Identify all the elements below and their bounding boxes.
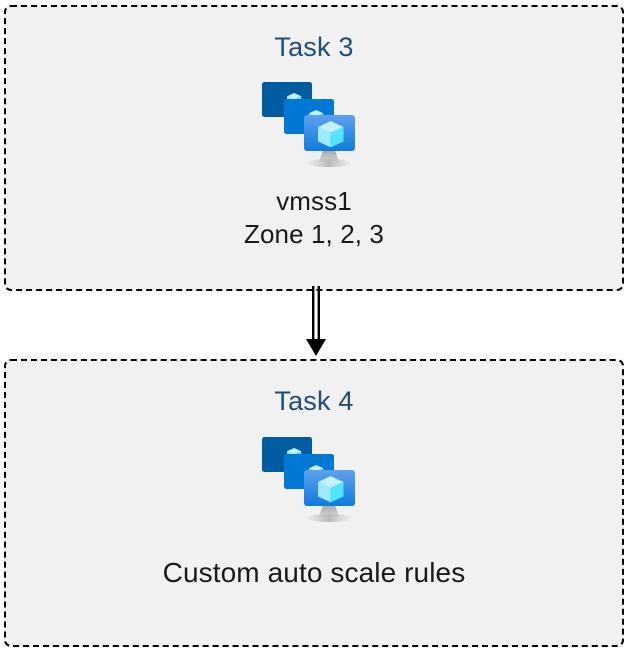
monitor-stand: [307, 150, 351, 167]
monitor-stand: [307, 505, 351, 522]
connector-arrow-task3-to-task4: [296, 286, 336, 360]
task-box-task-4[interactable]: Task 4: [4, 359, 624, 647]
caption-line-vmss1: vmss1: [276, 186, 352, 216]
vm-scale-set-icon: [260, 432, 368, 526]
task-title-4: Task 4: [274, 386, 354, 416]
task-box-task-3[interactable]: Task 3: [4, 5, 624, 291]
monitor-front: [304, 470, 355, 506]
vm-scale-set-icon: [260, 77, 368, 171]
task-title-3: Task 3: [274, 32, 354, 62]
caption-line-custom-auto-scale-rules: Custom auto scale rules: [162, 557, 466, 588]
monitor-front: [304, 115, 355, 151]
caption-line-zones: Zone 1, 2, 3: [244, 219, 384, 249]
task-caption-4: Custom auto scale rules: [163, 556, 466, 589]
task-caption-3: vmss1 Zone 1, 2, 3: [244, 185, 384, 251]
